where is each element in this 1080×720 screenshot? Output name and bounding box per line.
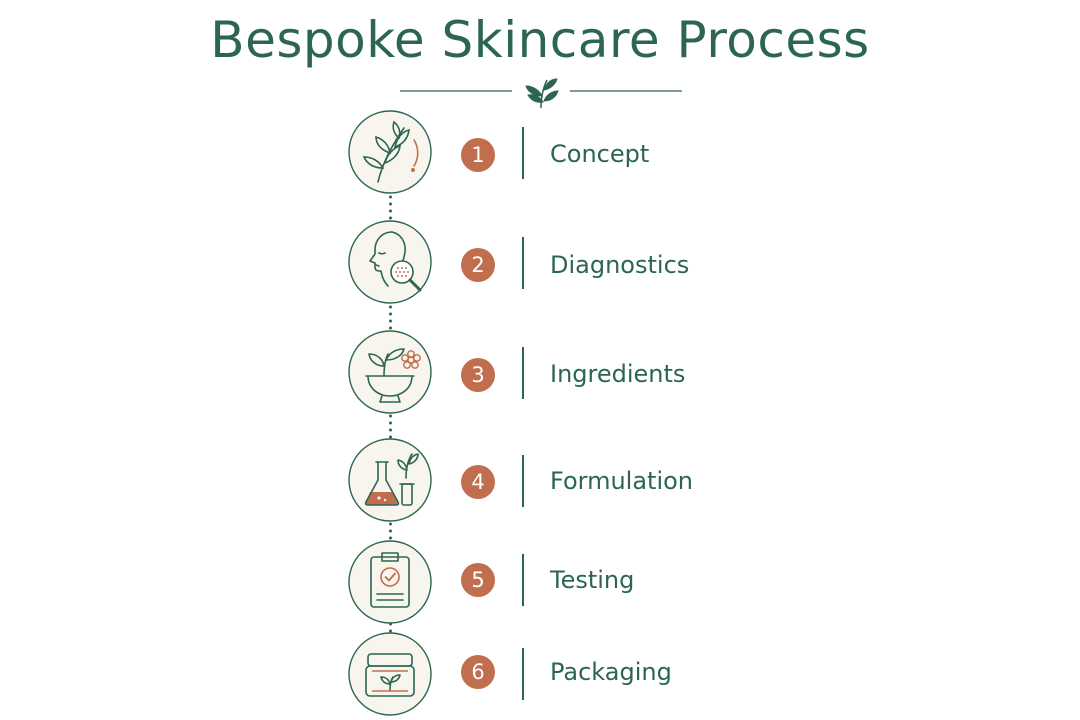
step-number-badge: 5 [461, 563, 495, 597]
herb-mortar-bowl-icon [348, 330, 432, 414]
step-divider [522, 347, 524, 399]
connector-dots [389, 195, 392, 220]
step-label: Testing [550, 566, 635, 594]
step-number-badge: 3 [461, 358, 495, 392]
step-divider [522, 127, 524, 179]
step-divider [522, 554, 524, 606]
lab-flask-icon [348, 438, 432, 522]
connector-dots [389, 414, 392, 439]
step-number-badge: 4 [461, 465, 495, 499]
face-skin-analysis-icon [348, 220, 432, 304]
step-number-badge: 1 [461, 138, 495, 172]
step-label: Packaging [550, 658, 672, 686]
cream-jar-icon [348, 632, 432, 716]
page-title: Bespoke Skincare Process [210, 11, 870, 69]
connector-dots [389, 305, 392, 330]
leaf-ornament-icon [525, 78, 559, 109]
step-divider [522, 237, 524, 289]
step-number-badge: 2 [461, 248, 495, 282]
step-label: Formulation [550, 467, 694, 495]
step-label: Concept [550, 140, 650, 168]
step-divider [522, 455, 524, 507]
clipboard-check-icon [348, 540, 432, 624]
botanical-sprig-icon [348, 110, 432, 194]
step-label: Diagnostics [550, 251, 690, 279]
step-label: Ingredients [550, 360, 686, 388]
step-divider [522, 648, 524, 700]
title-divider [400, 78, 682, 109]
step-number-badge: 6 [461, 655, 495, 689]
connector-dots [389, 522, 392, 540]
